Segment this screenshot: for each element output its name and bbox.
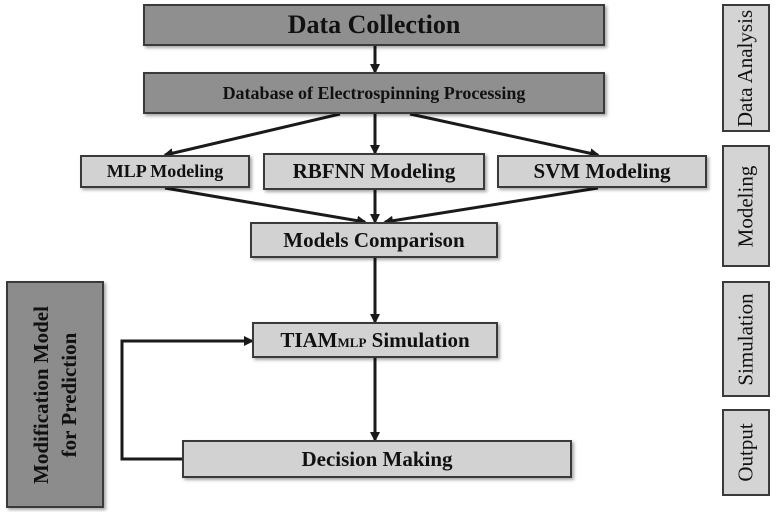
arrow-svm-to-comparison — [383, 186, 599, 226]
svm-modeling-box: SVM Modeling — [497, 155, 707, 188]
stage-data-analysis: Data Analysis — [722, 4, 770, 132]
arrow-database-to-mlp — [163, 112, 341, 159]
modification-model-line-2: for Prediction — [57, 332, 81, 457]
stage-modeling-label: Modeling — [733, 165, 758, 247]
stage-simulation: Simulation — [722, 281, 770, 397]
modification-model-box: Modification Model for Prediction — [6, 281, 104, 508]
arrow-mlp-to-comparison — [164, 186, 367, 226]
stage-data-analysis-label: Data Analysis — [733, 9, 758, 127]
models-comparison-label: Models Comparison — [283, 227, 465, 252]
simulation-box: TIAMMLP Simulation — [252, 322, 498, 358]
rbfnn-modeling-label: RBFNN Modeling — [292, 159, 456, 183]
modification-model-label: Modification Model for Prediction — [27, 306, 83, 484]
data-collection-box: Data Collection — [143, 4, 605, 46]
arrow-database-to-svm — [409, 112, 600, 159]
data-collection-label: Data Collection — [287, 10, 461, 39]
database-label: Database of Electrospinning Processing — [222, 82, 526, 103]
simulation-label-rest: Simulation — [366, 327, 470, 352]
mlp-modeling-label: MLP Modeling — [106, 161, 224, 181]
stage-modeling: Modeling — [722, 145, 770, 267]
database-box: Database of Electrospinning Processing — [143, 72, 605, 114]
modification-model-line-1: Modification Model — [29, 305, 53, 484]
simulation-label: TIAMMLP Simulation — [280, 328, 469, 353]
decision-making-label: Decision Making — [301, 446, 453, 471]
rbfnn-modeling-box: RBFNN Modeling — [263, 153, 485, 190]
models-comparison-box: Models Comparison — [250, 222, 498, 258]
mlp-modeling-box: MLP Modeling — [80, 155, 250, 188]
stage-output: Output — [722, 409, 770, 496]
svm-modeling-label: SVM Modeling — [533, 159, 671, 183]
stage-output-label: Output — [733, 423, 758, 482]
decision-making-box: Decision Making — [182, 440, 572, 478]
simulation-label-subscript: MLP — [337, 334, 367, 350]
simulation-label-main: TIAM — [280, 327, 338, 352]
stage-simulation-label: Simulation — [733, 292, 758, 386]
arrow-feedback-loop — [120, 336, 254, 461]
